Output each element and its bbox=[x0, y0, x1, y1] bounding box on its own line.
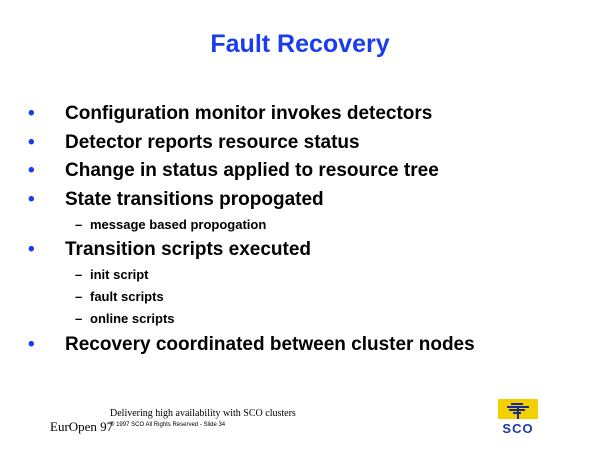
footer-copyright: © 1997 SCO All Rights Reserved - Slide 3… bbox=[110, 422, 226, 428]
footer-subtitle: Delivering high availability with SCO cl… bbox=[110, 408, 296, 419]
sub-bullet: –message based propogation bbox=[75, 217, 267, 232]
bullet: •State transitions propogated bbox=[28, 189, 324, 210]
sub-bullet: –init script bbox=[75, 267, 149, 282]
sub-bullet: –online scripts bbox=[75, 311, 175, 326]
sub-bullet: –fault scripts bbox=[75, 289, 164, 304]
bullet: •Detector reports resource status bbox=[28, 132, 360, 153]
bullet: •Configuration monitor invokes detectors bbox=[28, 103, 433, 124]
footer-event: EurOpen 97 bbox=[50, 419, 114, 434]
bullet: •Change in status applied to resource tr… bbox=[28, 160, 439, 181]
bullet: •Recovery coordinated between cluster no… bbox=[28, 334, 475, 355]
bullet: •Transition scripts executed bbox=[28, 239, 312, 260]
sco-logo: SCO bbox=[498, 399, 538, 435]
slide-title: Fault Recovery bbox=[210, 30, 390, 58]
svg-text:SCO: SCO bbox=[502, 421, 533, 435]
